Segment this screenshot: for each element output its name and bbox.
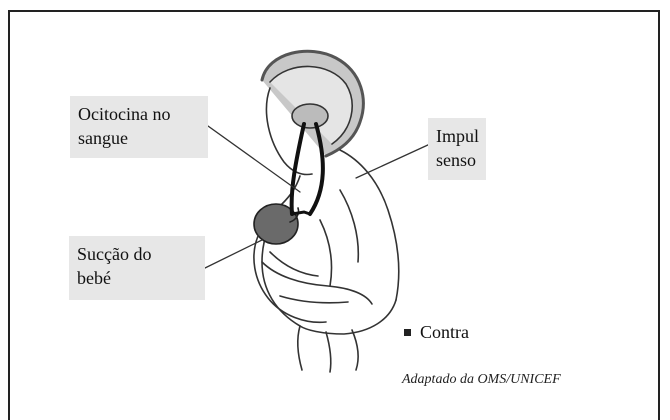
source-credit: Adaptado da OMS/UNICEF xyxy=(402,372,561,388)
baby-suckling-label: Sucção do bebé xyxy=(69,236,205,300)
oxytocin-label: Ocitocina no sangue xyxy=(70,96,208,158)
breastfeeding-illustration xyxy=(0,0,670,411)
bullet-icon xyxy=(404,329,411,336)
bullet-text: Contra xyxy=(420,322,482,343)
bullet-item: Contra xyxy=(404,322,482,343)
sensory-impulses-label: Impul senso xyxy=(428,118,486,180)
